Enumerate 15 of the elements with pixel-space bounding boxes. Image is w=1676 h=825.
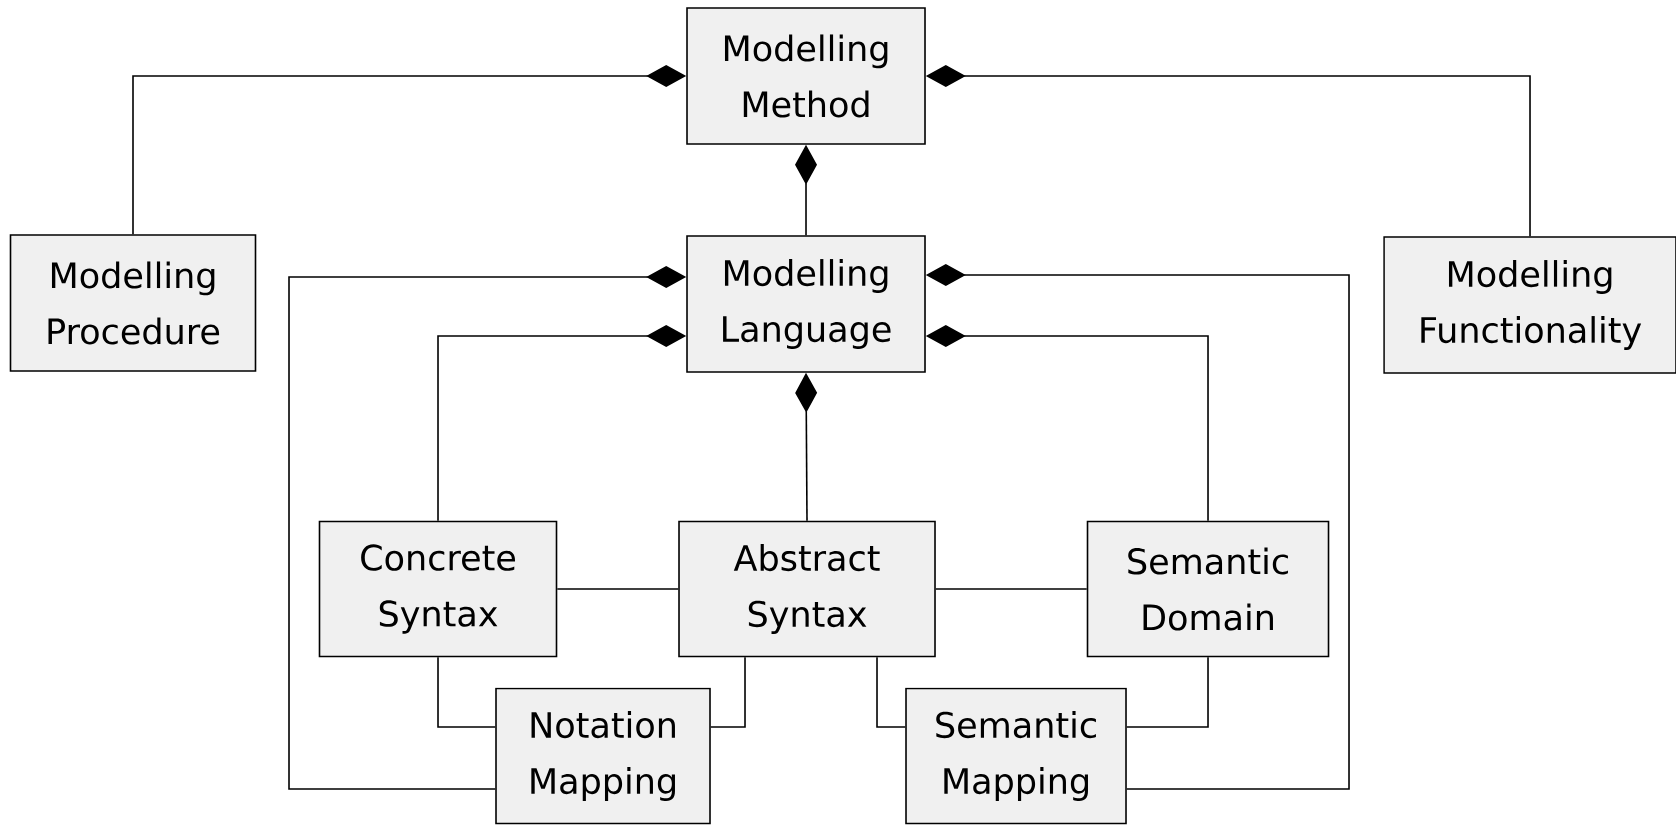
composition-line [876, 656, 906, 728]
composition-line [935, 588, 1088, 590]
composition-line [710, 656, 746, 728]
class-box: Modelling Functionality [1383, 236, 1676, 374]
composition-line [556, 588, 679, 590]
class-box: Modelling Language [686, 235, 926, 373]
class-box: Semantic Mapping [905, 687, 1127, 825]
composition-line [1126, 656, 1209, 728]
class-box: Notation Mapping [495, 687, 711, 825]
class-box: Abstract Syntax [678, 520, 936, 658]
class-box: Semantic Domain [1086, 520, 1330, 658]
class-box: Modelling Method [686, 7, 926, 145]
composition-line [437, 656, 496, 728]
class-box: Modelling Procedure [9, 234, 257, 372]
class-box: Concrete Syntax [318, 520, 558, 658]
